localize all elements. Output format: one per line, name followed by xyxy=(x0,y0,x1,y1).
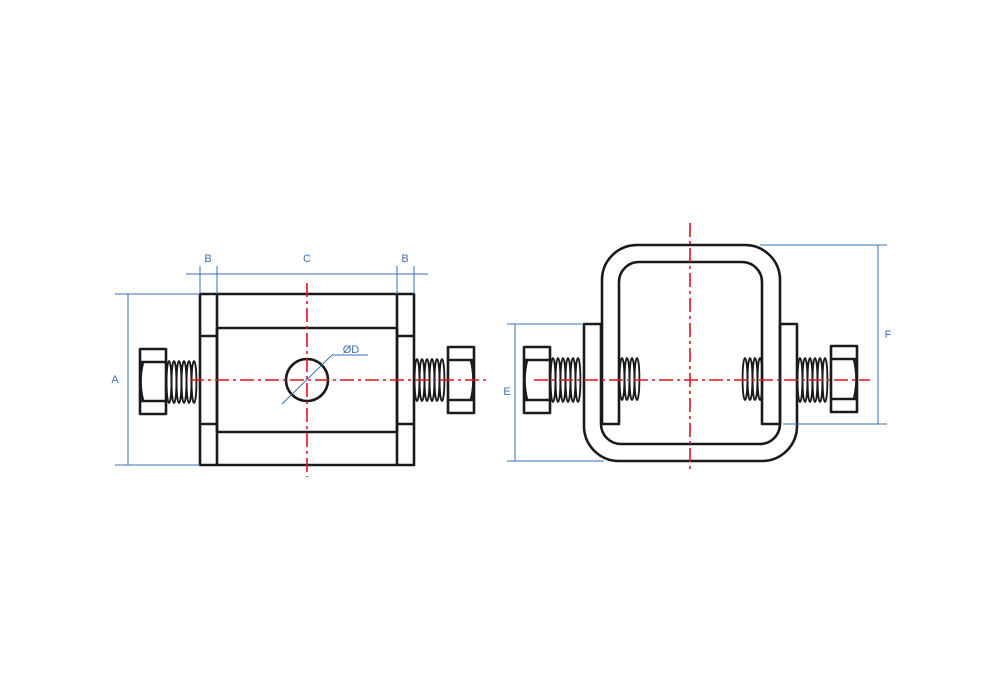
thread-turn xyxy=(796,357,804,403)
thread-turn xyxy=(574,357,582,403)
thread-turn xyxy=(175,360,183,404)
thread-turn xyxy=(190,360,198,404)
dim-label-diameter: ØD xyxy=(343,344,360,356)
thread-turn xyxy=(165,360,173,404)
dimensions-side: E F xyxy=(503,244,892,462)
lower-channel xyxy=(582,322,799,463)
left-inner-thread xyxy=(618,357,641,401)
thread-turn xyxy=(821,357,829,403)
thread-turn xyxy=(170,360,178,404)
thread-turn xyxy=(628,357,636,401)
dim-label-e: E xyxy=(503,386,510,398)
front-view: B C B A ØD xyxy=(111,253,486,477)
right-bolt-head xyxy=(829,344,859,414)
dim-label-c: C xyxy=(303,253,311,265)
dim-label-b-left: B xyxy=(204,253,211,265)
thread-turn xyxy=(746,357,754,401)
dimensions-front: B C B A ØD xyxy=(111,253,428,466)
thread-turn xyxy=(756,357,764,401)
left-bolt-head xyxy=(522,345,552,415)
thread-turn xyxy=(741,357,749,401)
left-thread xyxy=(165,360,198,404)
side-view: E F xyxy=(503,223,892,473)
right-inner-thread xyxy=(741,357,764,401)
thread-turn xyxy=(185,360,193,404)
thread-turn xyxy=(633,357,641,401)
dim-label-a: A xyxy=(111,374,119,386)
thread-turn xyxy=(618,357,626,401)
left-bolt-head xyxy=(138,347,168,416)
thread-turn xyxy=(751,357,759,401)
thread-turn xyxy=(180,360,188,404)
dim-label-f: F xyxy=(885,329,892,341)
thread-turn xyxy=(623,357,631,401)
upper-channel xyxy=(600,243,782,426)
dim-label-b-right: B xyxy=(401,253,408,265)
